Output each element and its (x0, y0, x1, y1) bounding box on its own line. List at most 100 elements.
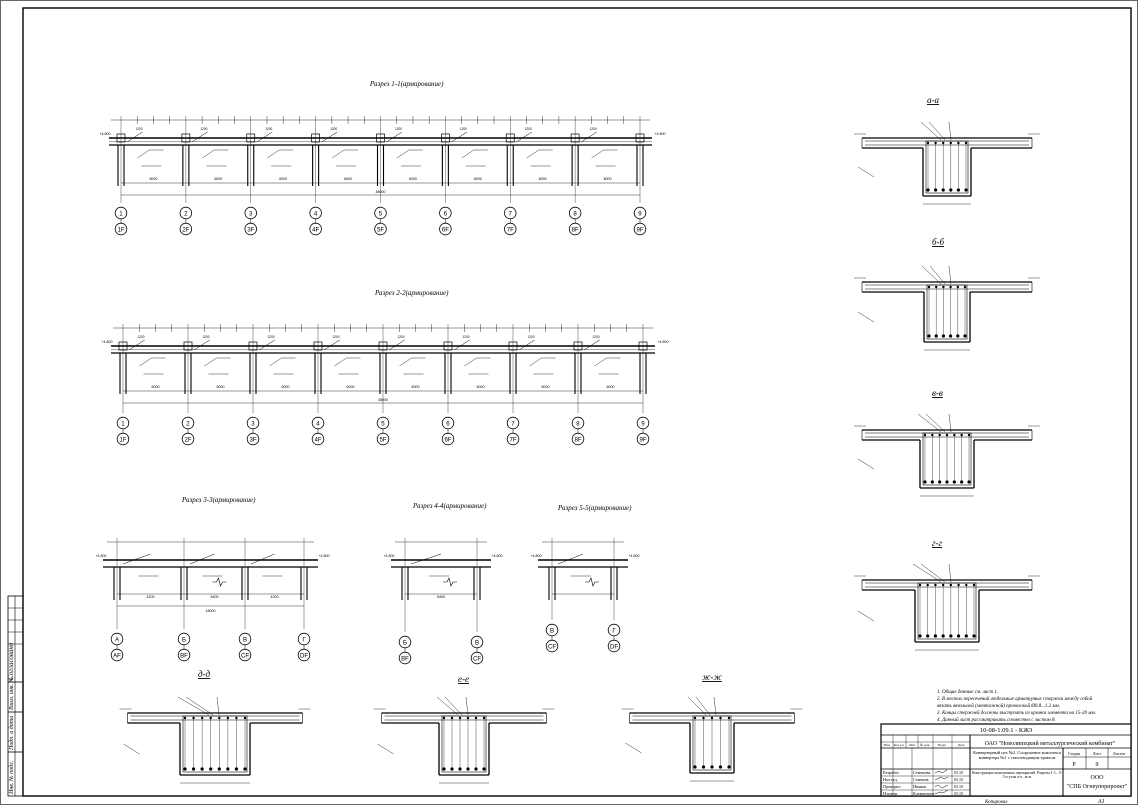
r1-dim-total: 48000 (376, 190, 386, 194)
r1-axis-sub-3: 4F (312, 226, 319, 233)
stamp-list: 9 (1096, 762, 1099, 768)
title-sec-g: г-г (932, 538, 943, 548)
r2-axis-sub-8: 9F (639, 436, 646, 443)
r1-axis-sub-0-circle (114, 222, 128, 236)
r5-axis-1: Г (612, 627, 616, 634)
r2-axis-sub-2: 3F (249, 436, 256, 443)
r1-dim-small: 1200 (330, 127, 337, 131)
r5-level-left: +4.800 (530, 554, 541, 558)
r4-axis-sub-1: CF (473, 655, 481, 662)
r2-axis-3: 4 (316, 420, 320, 427)
r1-axis-sub-8: 9F (636, 226, 643, 233)
r1-axis-sub-1-circle (179, 222, 193, 236)
r3-axis-0-circle (110, 632, 124, 646)
r2-axis-sub-4-circle (376, 432, 390, 446)
r3-axis-sub-2: CF (241, 652, 249, 659)
r1-axis-sub-5-circle (439, 222, 452, 236)
r1-axis-5: 6 (444, 210, 448, 217)
stamp-col-podp: Подп. (938, 743, 947, 747)
r3-axis-1-circle (177, 632, 191, 646)
r5-level-right: +4.800 (628, 554, 639, 558)
r2-dim-span: 6000 (412, 385, 420, 389)
stamp-org-2: "СПБ Огнеупорпроект" (1067, 784, 1128, 790)
r2-dim-span: 6000 (282, 385, 290, 389)
note-2: 2. В местах пересечений отдельные армату… (937, 696, 1093, 702)
r3-break-mark (212, 577, 227, 587)
format-label: Копировал (984, 800, 1007, 805)
r4-break-mark (443, 577, 457, 587)
r2-axis-7: 8 (576, 420, 580, 427)
side-label-replace: Взам. инв. № (9, 677, 15, 710)
r2-axis-3-circle (311, 416, 325, 430)
r2-dim-span: 6000 (347, 385, 355, 389)
r1-axis-6-circle (504, 206, 517, 220)
r3-axis-3: Г (302, 636, 306, 643)
r3-axis-3-circle (297, 632, 311, 646)
r3-level-right: +4.800 (318, 554, 329, 558)
r1-dim-span: 6000 (149, 177, 157, 181)
title-razrez-3: Разрез 3-3(армирование) (181, 496, 256, 504)
r1-axis-3-circle (309, 206, 322, 220)
stamp-signatures (934, 769, 949, 795)
r2-dim-small: 1200 (137, 335, 144, 339)
r3-axis-1: Б (182, 636, 186, 643)
title-sec-zh: ж-ж (702, 672, 722, 682)
r2-dim-small: 1200 (397, 335, 404, 339)
r4-axis-0-circle (398, 635, 412, 649)
node-b-stirrup (926, 284, 968, 340)
r1-axis-5-circle (439, 206, 452, 220)
r1-axis-3: 4 (314, 210, 318, 217)
r2-axis-sub-6-circle (506, 432, 520, 446)
r1-axis-sub-4: 5F (377, 226, 384, 233)
r3-axis-0: А (115, 636, 120, 643)
r2-dim-span: 6000 (152, 385, 160, 389)
node-e-stirrup (441, 715, 487, 773)
stamp-date-2: 03.10 (954, 777, 963, 782)
r3-dim-span-1: 5400 (211, 595, 219, 599)
title-razrez-2: Разрез 2-2(армирование) (374, 289, 449, 297)
title-block: 10-08-1.09.1 - КЖЗ ОАО "Новолипецкий мет… (880, 723, 1132, 797)
r2-axis-sub-3: 4F (314, 436, 321, 443)
note-5: 4. Данный лист рассматривать совместно с… (937, 717, 1056, 723)
r2-axis-sub-3-circle (311, 432, 325, 446)
r5-axis-0-circle (545, 623, 559, 637)
stamp-company: ОАО "Новолипецкий металлургический комби… (985, 740, 1116, 747)
r4-axis-sub-0-circle (398, 651, 412, 665)
stamp-col-date: Дата (958, 743, 965, 747)
r1-axis-1-circle (179, 206, 193, 220)
razrez-2-drawing: 6000120060001200600012006000120060001200… (101, 324, 669, 446)
r3-axis-sub-1: BF (180, 652, 188, 659)
title-razrez-4: Разрез 4-4(армирование) (412, 502, 487, 510)
stamp-stadiya-label: Стадия (1068, 751, 1080, 756)
stamp-listov-label: Листов (1113, 751, 1125, 756)
r1-dim-span: 6000 (344, 177, 352, 181)
inner-frame (22, 7, 1132, 797)
r1-level-left: +4.800 (99, 132, 110, 136)
r1-axis-sub-1: 2F (182, 226, 189, 233)
r1-level-right: +4.800 (654, 132, 665, 136)
r1-axis-sub-2: 3F (247, 226, 254, 233)
r5-break-mark (585, 577, 599, 587)
r5-axis-sub-1: DF (610, 643, 618, 650)
r2-axis-4-circle (376, 416, 390, 430)
node-d-stirrup (182, 715, 248, 773)
stamp-col-list: Лист (908, 743, 916, 747)
r2-axis-sub-5: 6F (444, 436, 451, 443)
r3-dim-span-2: 4200 (271, 595, 279, 599)
r3-dim-span-0: 4200 (147, 595, 155, 599)
r1-dim-span: 6000 (214, 177, 222, 181)
r2-dim-span: 6000 (607, 385, 615, 389)
stamp-code: 10-08-1.09.1 - КЖЗ (980, 727, 1032, 734)
r2-axis-sub-4: 5F (379, 436, 386, 443)
title-sec-e: е-е (458, 674, 469, 684)
stamp-org-1: ООО (1091, 775, 1105, 781)
stamp-col-ndoc: № док. (920, 743, 930, 747)
r5-axis-sub-0-circle (545, 639, 559, 653)
r1-axis-0-circle (114, 206, 128, 220)
r1-dim-small: 1200 (590, 127, 597, 131)
r1-axis-sub-7: 8F (572, 226, 579, 233)
r2-axis-sub-8-circle (636, 432, 650, 446)
r1-dim-span: 6000 (279, 177, 287, 181)
